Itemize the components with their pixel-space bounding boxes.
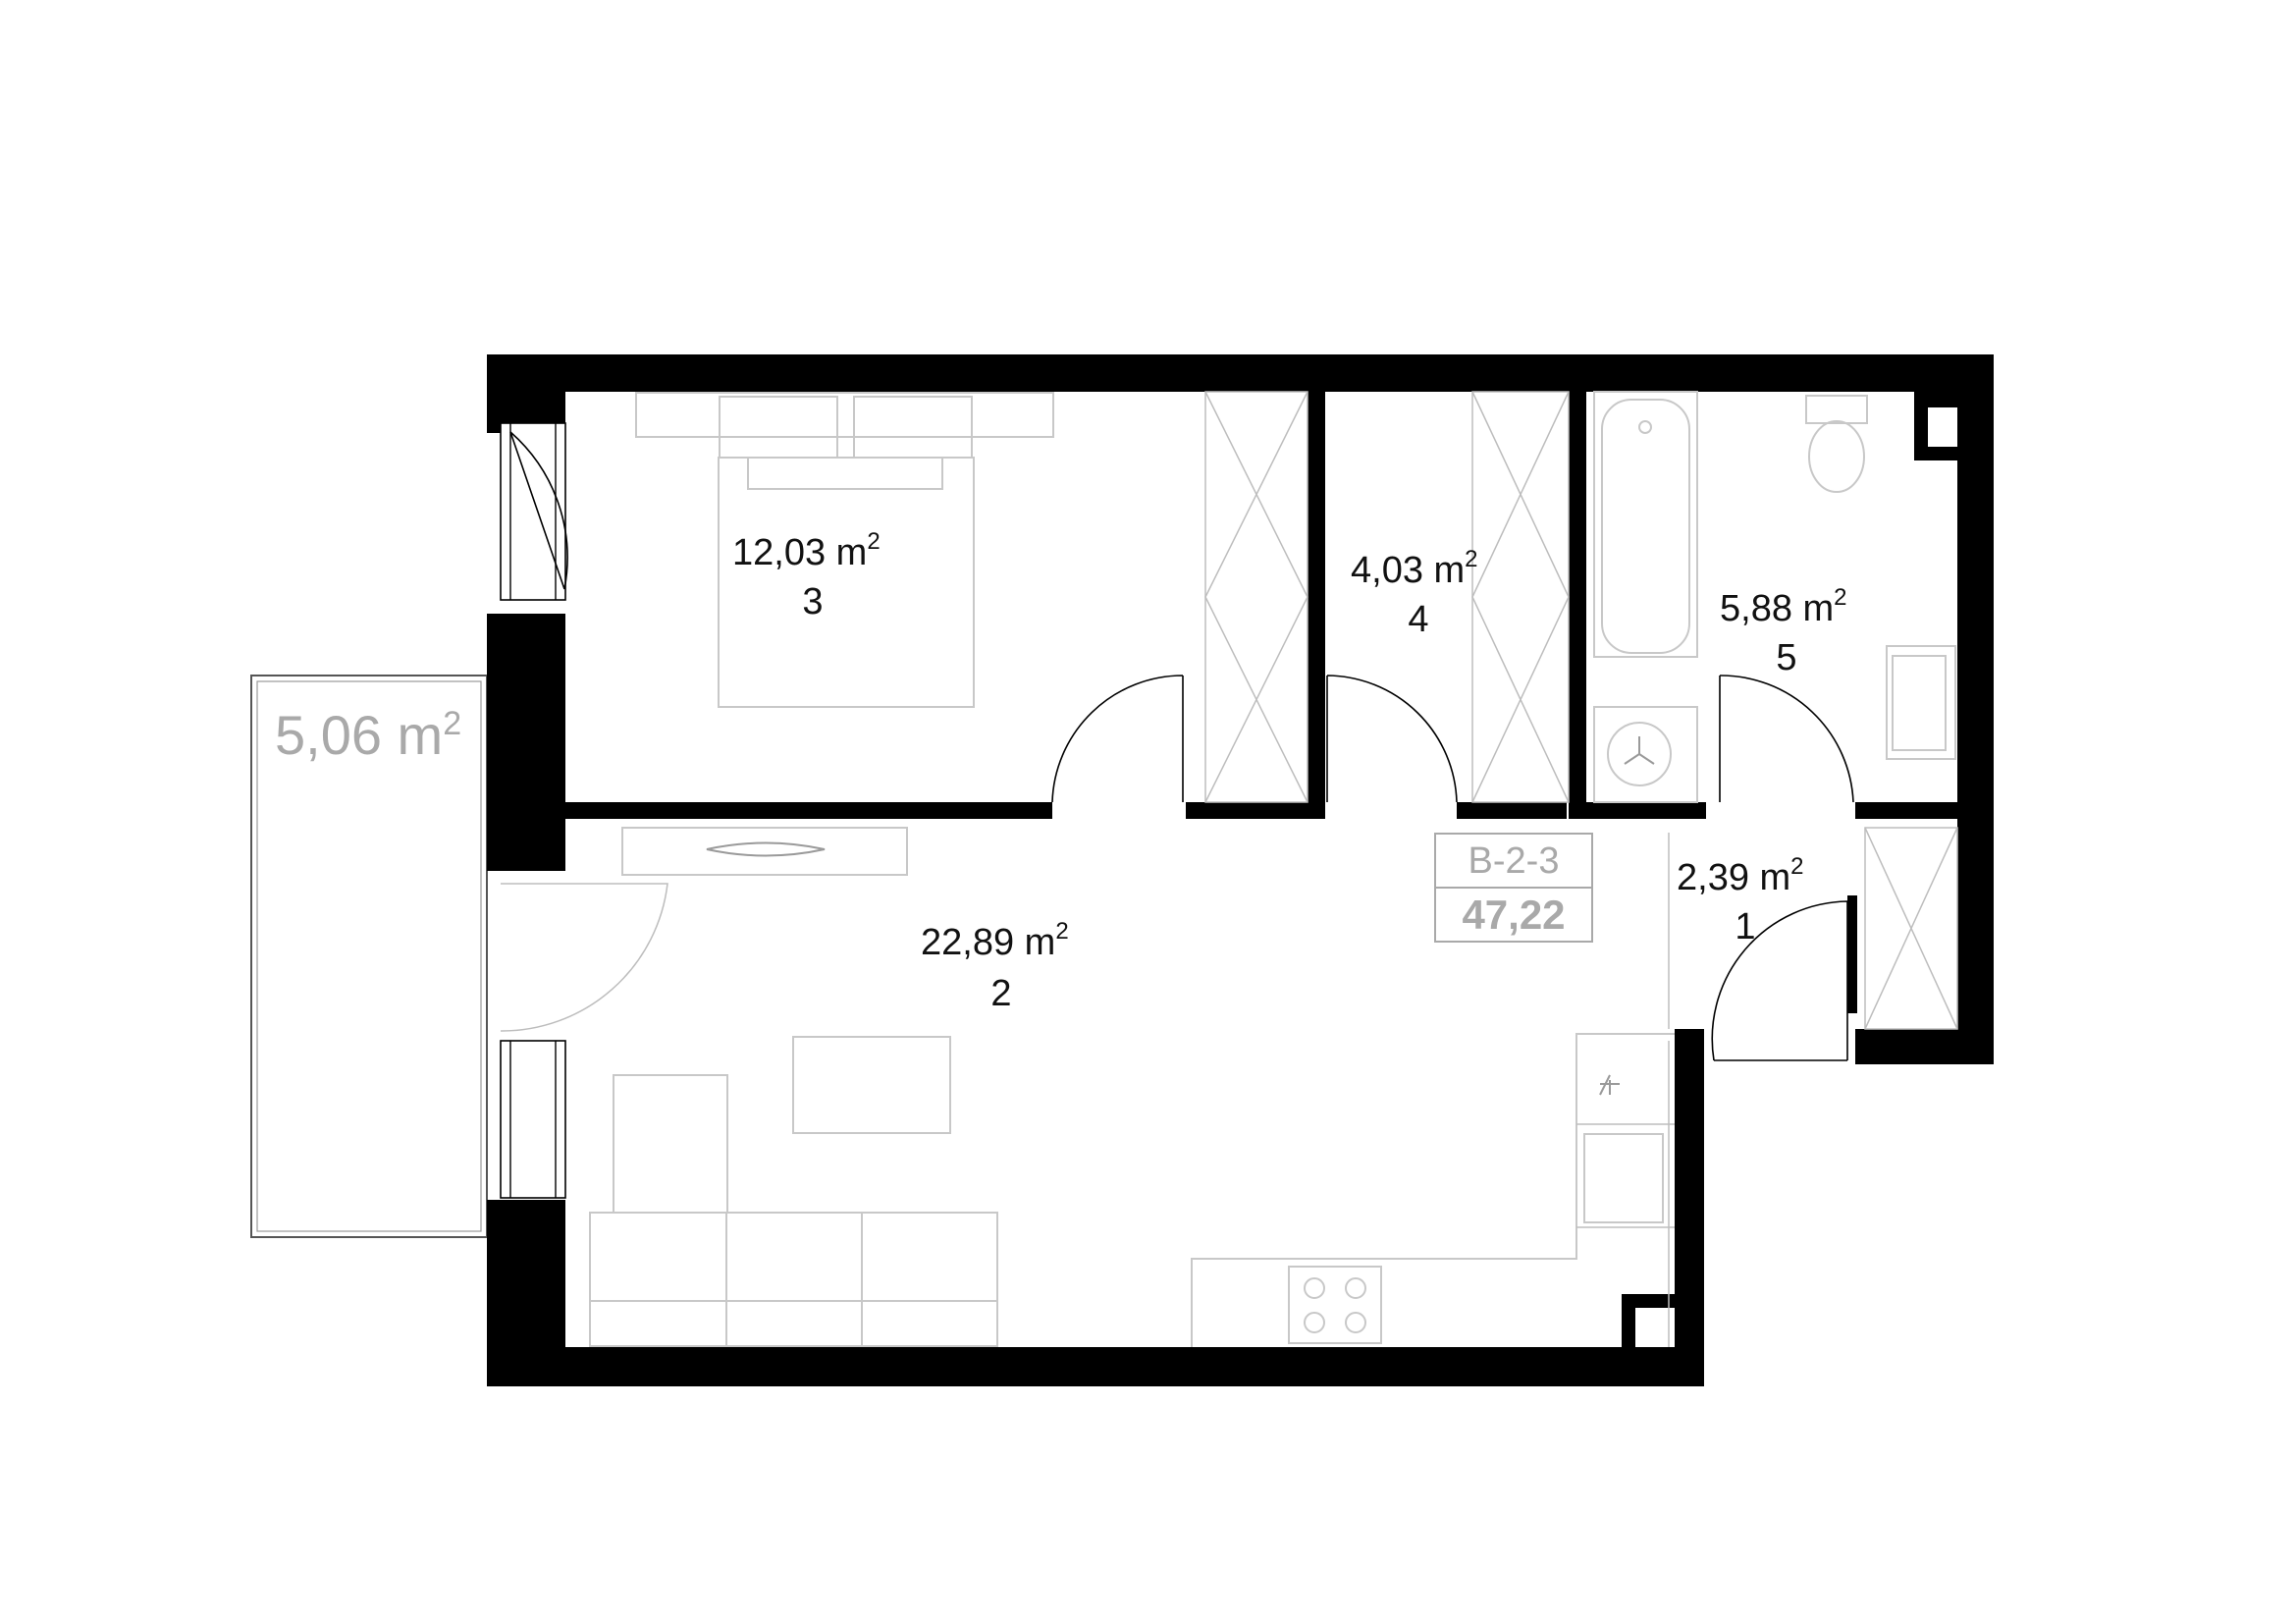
- room-3-label: 12,03 m2 3: [732, 528, 881, 622]
- balcony-area-label: 5,06 m2: [275, 704, 461, 766]
- room-1-label: 2,39 m2 1: [1677, 853, 1804, 947]
- apartment-code: B-2-3: [1468, 840, 1560, 882]
- room-2-label: 22,89 m2 2: [921, 918, 1069, 1014]
- doors: [500, 431, 1854, 1061]
- room-4-area: 4,03 m2: [1351, 546, 1478, 591]
- room-1-area: 2,39 m2: [1677, 853, 1804, 898]
- balcony: [250, 675, 488, 1238]
- room-4-label: 4,03 m2 4: [1351, 546, 1478, 640]
- room-1-number: 1: [1735, 906, 1755, 947]
- room-3-area: 12,03 m2: [732, 528, 881, 573]
- room-4-number: 4: [1408, 599, 1428, 640]
- room-2-area: 22,89 m2: [921, 918, 1069, 963]
- windows: [500, 422, 566, 1199]
- room-2-number: 2: [990, 973, 1011, 1014]
- apartment-tag: B-2-3 47,22: [1434, 833, 1593, 943]
- apartment-total-area: 47,22: [1462, 892, 1565, 938]
- walls: [487, 354, 1994, 1386]
- furniture: [589, 391, 1958, 1347]
- room-3-number: 3: [802, 581, 823, 622]
- room-5-label: 5,88 m2 5: [1720, 584, 1847, 678]
- room-5-area: 5,88 m2: [1720, 584, 1847, 629]
- room-5-number: 5: [1776, 637, 1796, 678]
